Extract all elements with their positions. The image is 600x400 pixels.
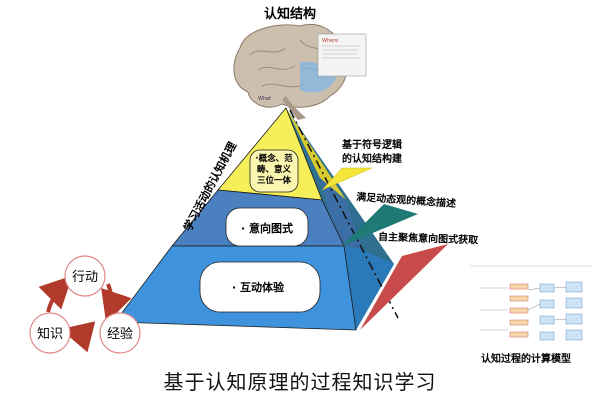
yellow-flag (321, 167, 373, 191)
symbolic-annotation-line: 的认知结构建 (342, 152, 403, 165)
top-layer-line: 畴、意义 (257, 164, 292, 175)
brain-legend-line: Where (322, 38, 338, 44)
teal-flag (342, 204, 418, 246)
cycle-arrow (38, 275, 73, 313)
bottom-layer-label: · 互动体验 (232, 280, 285, 294)
cycle-label-action: 行动 (72, 270, 98, 285)
top-layer-line: ·概念、范 (255, 153, 293, 164)
brain-legend-panel (317, 33, 367, 77)
cycle-node-experience (99, 312, 141, 354)
pyramid-axis (289, 109, 399, 319)
bottom-layer-box (199, 261, 321, 313)
page-caption: 基于认知原理的过程知识学习 (163, 370, 437, 394)
dynamic-annotation: 满足动态观的概念描述 (356, 190, 457, 210)
symbolic-annotation-line: 基于符号逻辑 (341, 138, 402, 151)
top-layer-line: 三位一体 (257, 175, 292, 186)
brain-image: Where What (233, 24, 367, 120)
structure-title: 认知结构 (264, 6, 316, 22)
red-flag (360, 244, 448, 330)
middle-layer-box (225, 207, 309, 247)
top-layer-box (249, 149, 299, 193)
cycle-arrow (101, 283, 132, 324)
model-label: 认知过程的计算模型 (481, 352, 571, 365)
cycle-node-action (64, 255, 106, 297)
cycle-arrow (60, 321, 96, 353)
cycle-diagram: 行动 知识 经验 (29, 255, 141, 354)
middle-layer-label: · 意向图式 (241, 221, 293, 235)
cycle-label-knowledge: 知识 (37, 326, 63, 342)
computational-model-figure (466, 260, 598, 354)
brain-legend-line: What (258, 96, 271, 102)
focus-annotation: 自主聚焦意向图式获取 (378, 230, 479, 247)
cycle-node-knowledge (29, 312, 71, 354)
cycle-label-experience: 经验 (107, 326, 133, 342)
pyramid-mid-side (320, 178, 362, 250)
